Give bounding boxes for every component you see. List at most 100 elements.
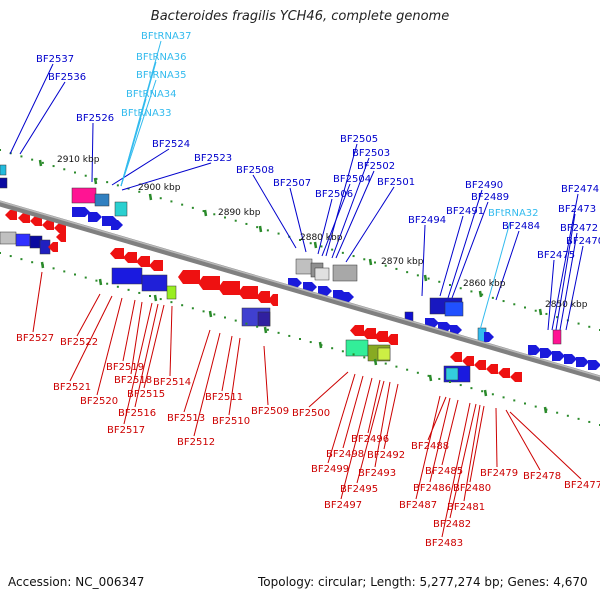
leader-line bbox=[111, 148, 170, 186]
leader-line bbox=[439, 215, 464, 297]
leader-line bbox=[559, 232, 578, 331]
gene-label: BF2493 bbox=[358, 468, 396, 479]
gene-box bbox=[166, 285, 177, 300]
gene-label: BF2502 bbox=[357, 161, 395, 172]
track-dot bbox=[406, 271, 409, 274]
track-dot bbox=[0, 252, 1, 254]
gene-arrow-reverse bbox=[149, 260, 163, 271]
gene-box bbox=[71, 187, 97, 204]
leader-line bbox=[451, 201, 489, 299]
gene-label: BF2473 bbox=[558, 204, 596, 215]
gene-label: BF2515 bbox=[127, 389, 165, 400]
gene-arrow-reverse bbox=[42, 220, 54, 230]
kbp-label: 2860 kbp bbox=[463, 279, 506, 289]
gene-label: BF2480 bbox=[453, 483, 491, 494]
kbp-label: 2890 kbp bbox=[218, 208, 261, 218]
gene-label: BFtRNA35 bbox=[136, 70, 187, 81]
track-dot bbox=[309, 341, 312, 344]
leader-line bbox=[374, 381, 391, 468]
gene-arrow-forward bbox=[111, 220, 123, 230]
track-dot bbox=[213, 313, 216, 316]
track-dot bbox=[320, 245, 323, 248]
track-dot bbox=[470, 387, 473, 390]
leader-line bbox=[91, 122, 94, 183]
major-tick bbox=[483, 389, 488, 397]
track-dot bbox=[491, 393, 494, 396]
leader-line bbox=[427, 396, 447, 441]
track-dot bbox=[556, 316, 559, 319]
gene-label: BF2482 bbox=[433, 519, 471, 530]
track-dot bbox=[384, 264, 387, 267]
map-title: Bacteroides fragilis YCH46, complete gen… bbox=[150, 9, 450, 24]
track-dot bbox=[0, 149, 1, 151]
track-dot bbox=[513, 303, 516, 306]
gene-label: BF2507 bbox=[273, 178, 311, 189]
gene-label: BF2481 bbox=[447, 502, 485, 513]
genome-summary-text: Topology: circular; Length: 5,277,274 bp… bbox=[258, 575, 588, 589]
track-dot bbox=[566, 414, 569, 417]
track-dot bbox=[341, 350, 344, 353]
leader-line bbox=[479, 221, 511, 331]
gene-box bbox=[111, 267, 143, 285]
gene-arrow-reverse bbox=[48, 242, 58, 252]
major-tick bbox=[208, 310, 213, 318]
gene-label: BF2483 bbox=[425, 538, 463, 549]
track-dot bbox=[256, 226, 259, 229]
gene-arrow-reverse bbox=[54, 223, 66, 233]
track-dot bbox=[416, 371, 419, 374]
gene-box bbox=[377, 347, 391, 361]
track-dot bbox=[277, 331, 280, 334]
gene-label: BF2470 bbox=[566, 236, 600, 247]
track-dot bbox=[577, 322, 580, 325]
gene-box bbox=[0, 231, 17, 245]
gene-label: BF2512 bbox=[177, 437, 215, 448]
major-tick bbox=[318, 341, 323, 349]
accession-text: Accession: NC_006347 bbox=[8, 575, 145, 589]
gene-label: BF2492 bbox=[367, 450, 405, 461]
gene-label: BFtRNA37 bbox=[141, 31, 192, 42]
track-dot bbox=[481, 390, 484, 393]
gene-label: BF2509 bbox=[251, 406, 289, 417]
major-tick bbox=[368, 258, 373, 266]
track-dot bbox=[513, 399, 516, 402]
major-tick bbox=[38, 159, 43, 167]
gene-box bbox=[257, 311, 271, 327]
gene-label: BF2536 bbox=[48, 72, 86, 83]
leader-line bbox=[221, 335, 233, 392]
gene-arrow-forward bbox=[552, 351, 565, 361]
track-dot bbox=[20, 258, 23, 261]
gene-arrow-reverse bbox=[178, 270, 200, 284]
gene-arrow-forward bbox=[540, 348, 553, 358]
leader-line bbox=[308, 371, 349, 408]
gene-arrow-forward bbox=[564, 354, 577, 364]
gene-box bbox=[552, 329, 562, 345]
gene-arrow-reverse bbox=[123, 252, 137, 263]
track-dot bbox=[384, 362, 387, 365]
track-dot bbox=[31, 261, 34, 264]
track-dot bbox=[52, 267, 55, 270]
track-dot bbox=[170, 301, 173, 304]
gene-label: BF2494 bbox=[408, 215, 446, 226]
leader-line bbox=[447, 189, 483, 299]
track-dot bbox=[181, 304, 184, 307]
gene-label: BF2477 bbox=[564, 480, 600, 491]
track-dot bbox=[181, 203, 184, 206]
leader-line bbox=[317, 198, 333, 255]
track-dot bbox=[138, 190, 141, 193]
track-dot bbox=[470, 290, 473, 293]
track-dot bbox=[63, 270, 66, 273]
track-dot bbox=[299, 338, 301, 340]
track-dot bbox=[288, 334, 291, 337]
track-dot bbox=[191, 206, 194, 209]
track-dot bbox=[106, 282, 109, 285]
track-dot bbox=[74, 273, 76, 276]
gene-label: BF2514 bbox=[153, 377, 191, 388]
leader-line bbox=[441, 402, 471, 538]
track-dot bbox=[84, 174, 87, 177]
gene-box bbox=[0, 164, 7, 176]
leader-line bbox=[356, 380, 385, 484]
gene-arrow-reverse bbox=[136, 256, 150, 267]
kbp-label: 2900 kbp bbox=[138, 183, 181, 193]
track-dot bbox=[170, 200, 173, 203]
